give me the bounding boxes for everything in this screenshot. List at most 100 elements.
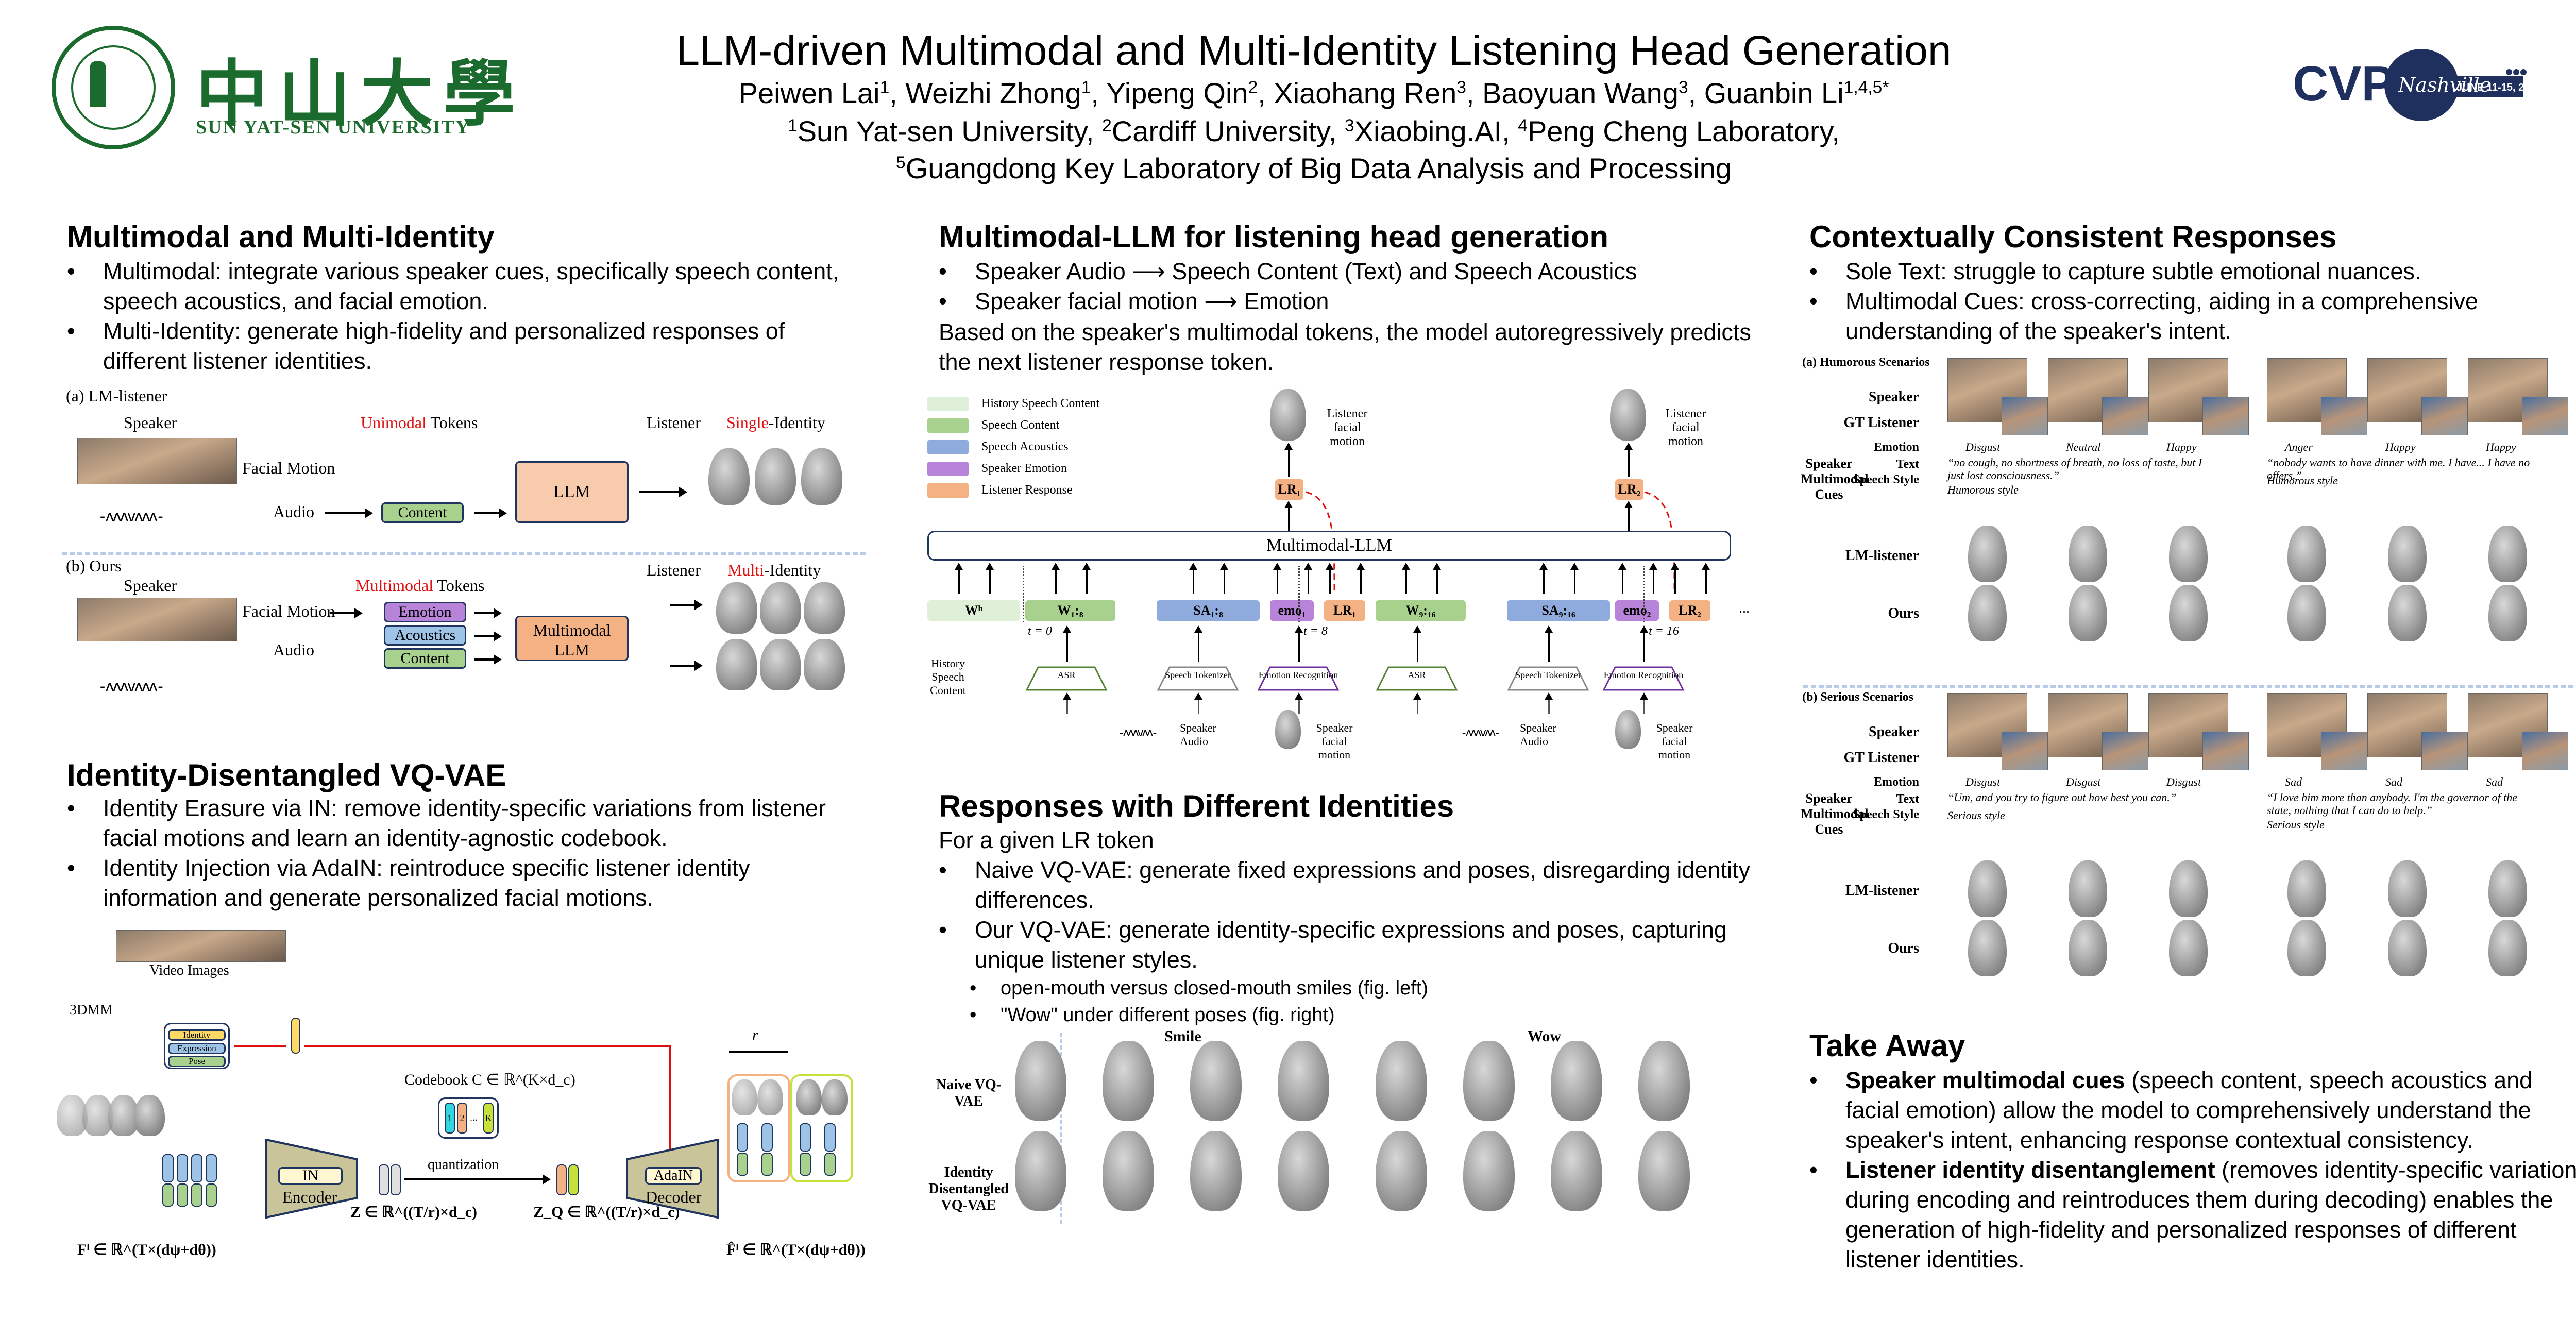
speaker-label: Speaker <box>124 576 177 595</box>
bullet: Naive VQ-VAE: generate fixed expressions… <box>939 855 1753 915</box>
column-label-smile: Smile <box>1164 1028 1201 1045</box>
affiliation-number: 2 <box>1102 116 1112 136</box>
listener-head-render <box>804 639 845 690</box>
quantized-formula: Z_Q ∈ ℝ^((T/r)×d_c) <box>533 1204 680 1221</box>
bullet: Speaker facial motion ⟶ Emotion <box>939 286 1763 316</box>
figure-label-b: (b) Ours <box>66 556 122 575</box>
author-list: Peiwen Lai1, Weizhi Zhong1, Yipeng Qin2,… <box>738 77 1889 109</box>
listener-head-render <box>716 639 757 690</box>
gt-listener-frame <box>2522 397 2568 435</box>
row-label-ours: Ours <box>1888 940 1919 956</box>
section-heading-multimodal-identity: Multimodal and Multi-Identity <box>67 219 495 254</box>
row-label-ours: Ours <box>1888 605 1919 621</box>
arrow-up-icon <box>1189 563 1197 594</box>
gt-listener-frame <box>2522 732 2568 770</box>
arrow-up-icon <box>1413 625 1421 662</box>
lm-listener-head <box>2388 526 2427 582</box>
row-label-speech-style: Speech Style <box>1853 808 1919 821</box>
speaker-motion-label: Speaker facial motion <box>1656 721 1693 761</box>
scenario-title: (a) Humorous Scenarios <box>1802 356 1930 369</box>
codebook-entry: 2 <box>457 1103 467 1134</box>
audio-label: Audio <box>273 640 314 659</box>
video-images-label: Video Images <box>149 962 229 978</box>
emotion-value: Happy <box>2486 441 2516 453</box>
bullet: Sole Text: struggle to capture subtle em… <box>1809 257 2576 286</box>
sequence-token-content: W₉:₁₆ <box>1376 600 1466 621</box>
quantization-arrow <box>404 1174 551 1185</box>
codebook-entry: K <box>483 1103 494 1134</box>
section-heading-contextual: Contextually Consistent Responses <box>1809 219 2337 254</box>
3dmm-label: 3DMM <box>70 1002 113 1018</box>
row-label-lm-listener: LM-listener <box>1845 548 1919 564</box>
instance-norm-block: IN <box>278 1167 343 1185</box>
affiliation-number: 1 <box>788 116 798 136</box>
decoder-label: Decoder <box>646 1188 702 1206</box>
module-trapezoid <box>1157 666 1239 691</box>
sequence-token-acoustics: SA₁:₈ <box>1157 600 1260 621</box>
head-render <box>1103 1131 1154 1211</box>
arrow-up-icon <box>1545 625 1553 662</box>
row-label-text: Text <box>1896 458 1919 471</box>
gt-listener-frame <box>2202 397 2249 435</box>
emotion-value: Sad <box>2486 775 2503 788</box>
lm-listener-head <box>2069 526 2107 582</box>
arrow-up-icon <box>1432 563 1441 594</box>
listener-motion-label: Listener facial motion <box>1327 407 1368 448</box>
module-label: Speech Tokenizer <box>1515 670 1581 680</box>
conference-dates: JUNE 11-15, 2025 <box>2456 82 2541 93</box>
legend-swatch <box>927 483 969 498</box>
speech-style-value: Humorous style <box>2267 474 2338 487</box>
arrow-up-icon <box>1649 563 1657 594</box>
gt-listener-frame <box>2421 732 2468 770</box>
head-render <box>822 1079 848 1115</box>
arrow-up-icon <box>1671 563 1679 594</box>
window-group-2 <box>790 1074 853 1182</box>
speaker-motion-label: Speaker facial motion <box>1316 721 1353 761</box>
lm-listener-head <box>1968 526 2007 582</box>
arrow-up-icon <box>1194 692 1202 714</box>
arrow-up-icon <box>1063 692 1071 714</box>
listener-head-render <box>1610 389 1646 441</box>
lm-listener-head <box>2488 526 2527 582</box>
emotion-value: Disgust <box>2166 775 2201 788</box>
encoder-label: Encoder <box>282 1188 337 1206</box>
affiliation-name: Peng Cheng Laboratory, <box>1527 115 1840 147</box>
arrow-icon <box>474 608 502 618</box>
speaker-frame <box>2468 358 2548 422</box>
figure-label-a: (a) LM-listener <box>66 386 167 405</box>
arrow-up-icon <box>1284 443 1293 477</box>
module-trapezoid <box>1507 666 1589 691</box>
emotion-value: Neutral <box>2066 441 2101 453</box>
gt-listener-frame <box>2002 732 2048 770</box>
affiliation-name: Cardiff University, <box>1111 115 1345 147</box>
author-name: Xiaohang Ren <box>1274 77 1457 109</box>
row-label-gt-listener: GT Listener <box>1843 750 1919 766</box>
tokens-label-b: Multimodal Tokens <box>355 576 485 595</box>
timestep-divider <box>1643 566 1645 622</box>
cvpr-nashville-logo: CVPR Nashville JUNE 11-15, 2025 <box>2293 49 2541 121</box>
legend-swatch <box>927 397 969 411</box>
ours-head <box>2169 585 2208 641</box>
row-label-naive: Naive VQ-VAE <box>936 1077 1002 1109</box>
speaker-video-frames <box>77 438 237 484</box>
emotion-value: Sad <box>2285 775 2302 788</box>
row-label-cues: Speaker Multimodal Cues <box>1801 791 1869 837</box>
bullet: Identity Erasure via IN: remove identity… <box>67 793 871 853</box>
seal-inner-ring <box>71 45 156 130</box>
sequence-token-response: LR₁ <box>1324 600 1365 621</box>
arrow-up-icon <box>1702 563 1710 594</box>
autoregressive-feedback-arrows <box>1306 491 1675 593</box>
window-group-1 <box>727 1074 790 1182</box>
guitar-body-icon <box>2384 49 2459 121</box>
speech-style-value: Humorous style <box>1947 483 2019 496</box>
head-render <box>1278 1041 1329 1121</box>
section-heading-identities: Responses with Different Identities <box>939 789 1454 823</box>
listener-head-render <box>804 582 845 634</box>
lm-listener-head <box>2488 860 2527 917</box>
figure-divider <box>1060 1033 1062 1224</box>
sequence-ellipsis: ... <box>1739 600 1750 616</box>
university-name-chinese: 中山大學 <box>196 52 526 137</box>
identity-injection-line <box>234 1045 286 1047</box>
speech-style-value: Serious style <box>2267 818 2325 831</box>
